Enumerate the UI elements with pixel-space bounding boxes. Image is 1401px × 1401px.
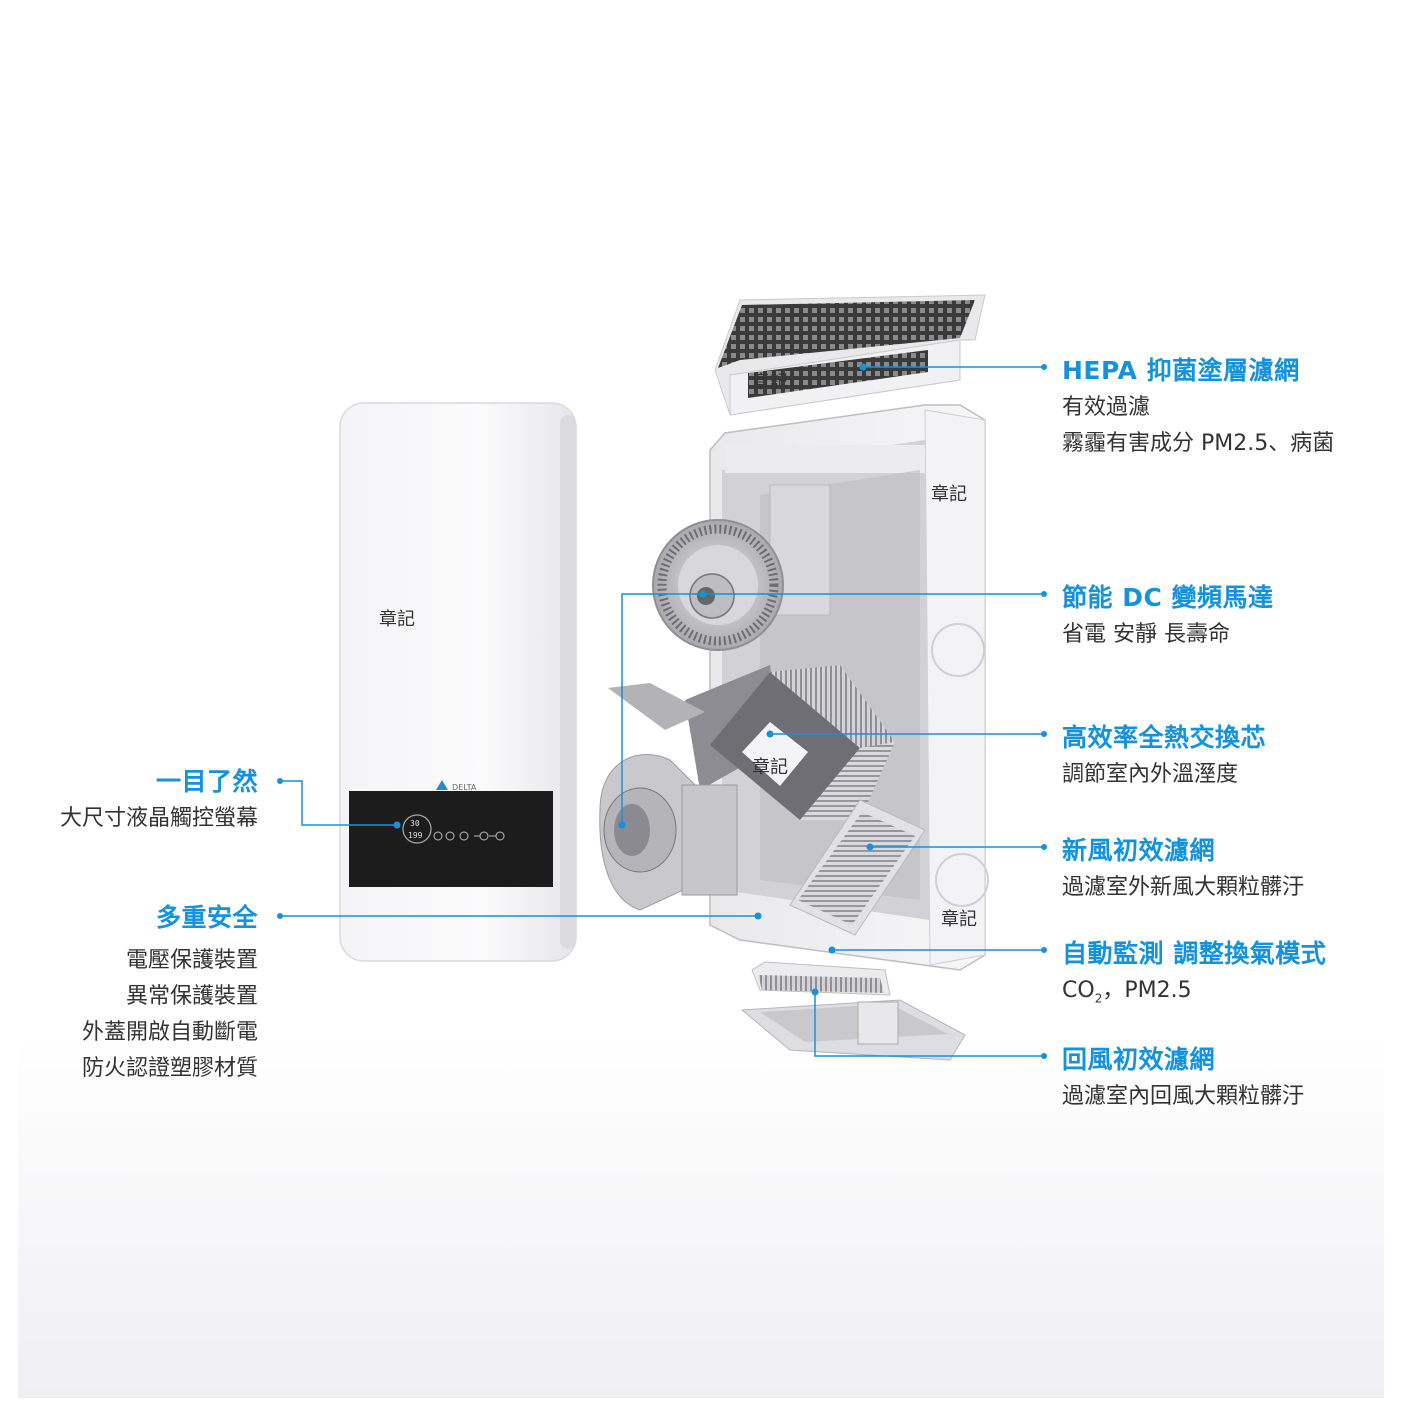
callout-line: 外蓋開啟自動斷電 — [81, 1020, 258, 1045]
callout-title: 高效率全熱交換芯 — [1062, 723, 1267, 752]
callout-hepa-filter: HEPA 抑菌塗層濾網 有效過濾 霧霾有害成分 PM2.5、病菌 — [1062, 356, 1334, 462]
callout-title: 回風初效濾網 — [1062, 1045, 1216, 1074]
heat-exchange-core — [608, 665, 895, 820]
callout-line: 電壓保護裝置 — [125, 948, 258, 973]
callout-line: 有效過濾 — [1062, 395, 1151, 420]
watermark-stamp: 章記 — [752, 757, 788, 778]
callout-line: 過濾室內回風大顆粒髒汙 — [1062, 1084, 1305, 1109]
callout-title: 一目了然 — [155, 767, 258, 796]
watermark-stamp: 章記 — [379, 609, 415, 630]
fresh-air-filter — [789, 799, 926, 936]
callout-lcd-screen: 一目了然 大尺寸液晶觸控螢幕 — [20, 767, 258, 837]
callout-return-air-filter: 回風初效濾網 過濾室內回風大顆粒髒汙 — [1062, 1045, 1304, 1115]
watermark-stamp: 章記 — [931, 484, 967, 505]
hepa-filter — [714, 294, 986, 416]
callout-line: 異常保護裝置 — [125, 984, 258, 1009]
callout-title: 多重安全 — [155, 903, 258, 932]
return-air-filter — [740, 961, 966, 1061]
co2-rest: ，PM2.5 — [1102, 978, 1192, 1003]
lcd-value: 199 — [408, 831, 423, 840]
callout-line: 過濾室外新風大顆粒髒汙 — [1062, 875, 1305, 900]
callout-line: 霧霾有害成分 PM2.5、病菌 — [1062, 431, 1335, 456]
callout-line: 省電 安靜 長壽命 — [1062, 622, 1230, 647]
callout-leaders — [280, 366, 1044, 1057]
callout-line: 調節室內外溫溼度 — [1062, 762, 1239, 787]
delta-logo-icon — [436, 780, 448, 790]
callout-title: HEPA 抑菌塗層濾網 — [1062, 356, 1300, 385]
callout-title: 新風初效濾網 — [1062, 836, 1216, 865]
co2-subscript: 2 — [1094, 991, 1103, 1006]
front-cover: DELTA 30 199 — [339, 402, 577, 962]
callout-title: 節能 DC 變頻馬達 — [1062, 583, 1274, 612]
lower-blower-fan — [599, 753, 738, 911]
co2-prefix: CO — [1062, 978, 1095, 1003]
brand-text: DELTA — [452, 783, 477, 792]
watermark-stamp: 章記 — [752, 372, 788, 393]
lcd-temp: 30 — [410, 819, 420, 828]
callout-line: 大尺寸液晶觸控螢幕 — [59, 806, 258, 831]
watermark-stamp: 章記 — [941, 909, 977, 930]
callout-safety: 多重安全 電壓保護裝置 異常保護裝置 外蓋開啟自動斷電 防火認證塑膠材質 — [20, 903, 258, 1087]
callout-dots — [277, 363, 1047, 1059]
callout-dc-motor: 節能 DC 變頻馬達 省電 安靜 長壽命 — [1062, 583, 1274, 653]
callout-heat-exchanger: 高效率全熱交換芯 調節室內外溫溼度 — [1062, 723, 1266, 793]
lcd-control-panel — [349, 791, 553, 887]
callout-title: 自動監測 調整換氣模式 — [1062, 939, 1327, 968]
callout-auto-monitoring: 自動監測 調整換氣模式 CO2，PM2.5 — [1062, 939, 1326, 1016]
callout-fresh-air-filter: 新風初效濾網 過濾室外新風大顆粒髒汙 — [1062, 836, 1304, 906]
callout-line: 防火認證塑膠材質 — [81, 1056, 258, 1081]
callout-co2-line: CO2，PM2.5 — [1062, 973, 1326, 1016]
